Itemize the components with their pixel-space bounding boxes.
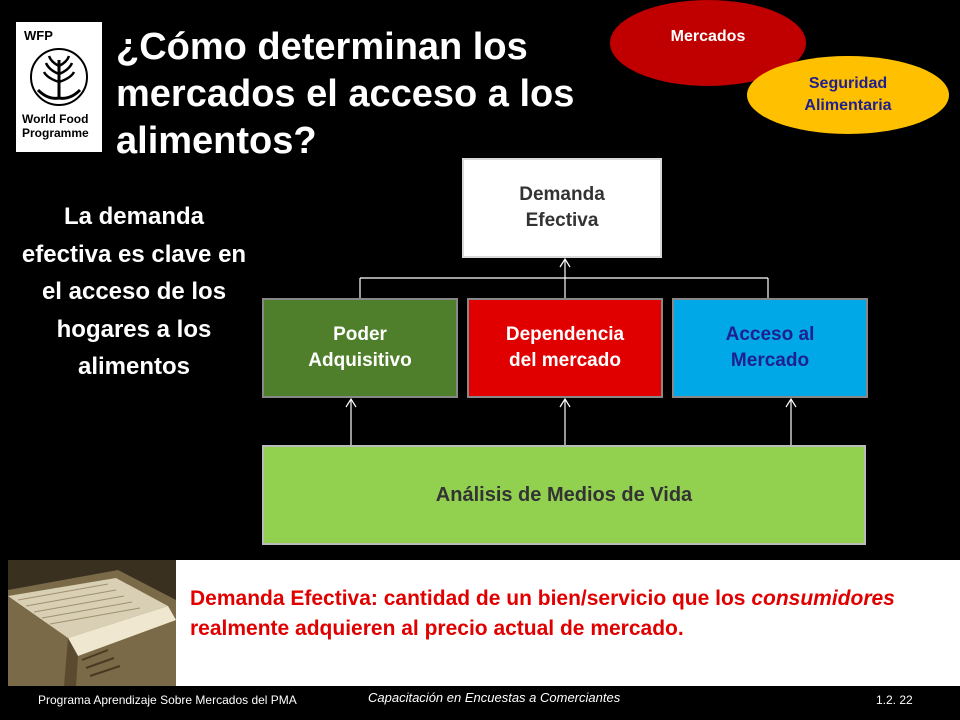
poder-label-line1: Poder — [333, 324, 387, 345]
demanda-label-line2: Efectiva — [525, 210, 599, 231]
seguridad-label-line2: Alimentaria — [804, 97, 892, 114]
acceso-mercado-box: Acceso al Mercado — [672, 298, 868, 398]
arrowhead-acceso — [785, 397, 797, 408]
open-book-icon — [8, 560, 176, 686]
poder-adquisitivo-box: Poder Adquisitivo — [262, 298, 458, 398]
demanda-efectiva-box: Demanda Efectiva — [462, 158, 662, 258]
poder-label-line2: Adquisitivo — [308, 350, 412, 371]
wfp-logo: WFP World Food Programme — [16, 22, 102, 152]
logo-acronym: WFP — [24, 28, 53, 43]
analisis-label: Análisis de Medios de Vida — [435, 484, 693, 506]
acceso-label-line1: Acceso al — [725, 324, 815, 345]
seguridad-alimentaria-oval: Seguridad Alimentaria — [747, 56, 949, 134]
wheat-hands-icon — [30, 48, 88, 106]
definition-emphasis: consumidores — [751, 587, 895, 610]
seguridad-label-line1: Seguridad — [808, 75, 888, 92]
mercados-label: Mercados — [670, 28, 746, 45]
side-statement: La demanda efectiva es clave en el acces… — [21, 203, 247, 380]
dependencia-mercado-box: Dependencia del mercado — [467, 298, 663, 398]
acceso-label-line2: Mercado — [730, 350, 810, 371]
footer-course: Capacitación en Encuestas a Comerciantes — [368, 690, 621, 705]
definition-text: Demanda Efectiva: cantidad de un bien/se… — [190, 587, 895, 640]
arrowhead-dependencia — [559, 397, 571, 408]
arrowhead-demanda — [559, 257, 571, 268]
logo-org-name: World Food Programme — [22, 112, 89, 140]
definition-panel — [176, 560, 960, 686]
dependencia-label-line1: Dependencia — [505, 324, 625, 345]
dependencia-label-line2: del mercado — [509, 350, 621, 371]
demanda-label-line1: Demanda — [519, 184, 605, 205]
arrowhead-poder — [345, 397, 357, 408]
analisis-medios-vida-box: Análisis de Medios de Vida — [262, 445, 866, 545]
footer-program: Programa Aprendizaje Sobre Mercados del … — [38, 693, 297, 707]
footer-page-number: 1.2. 22 — [876, 693, 913, 707]
page-title: ¿Cómo determinan los mercados el acceso … — [116, 26, 575, 162]
